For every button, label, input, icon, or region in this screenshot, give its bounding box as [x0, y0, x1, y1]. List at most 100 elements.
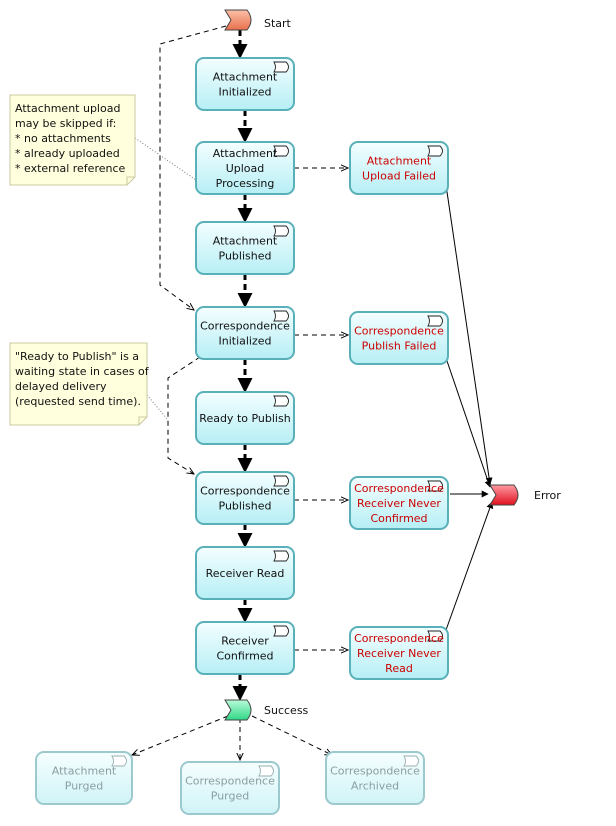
note-text-line: * external reference [15, 162, 126, 175]
state-box [195, 57, 295, 111]
state-label-line: Published [219, 500, 272, 513]
note-text-line: * already uploaded [15, 147, 120, 160]
state-label-line: Purged [211, 790, 249, 803]
state-label-line: Ready to Publish [199, 412, 290, 425]
note-fold [138, 416, 147, 425]
state-box [195, 141, 295, 195]
state-label-line: Receiver Never [357, 497, 441, 510]
state-box [195, 546, 295, 600]
state-label-line: Attachment [367, 155, 432, 168]
state-ready-to-publish[interactable]: Ready to Publish [195, 391, 295, 445]
state-box [349, 311, 449, 365]
note-text-line: may be skipped if: [15, 117, 116, 130]
state-label-line: Published [219, 250, 272, 263]
state-label-line: Correspondence [200, 485, 290, 498]
state-label-line: Processing [216, 177, 275, 190]
state-box [195, 391, 295, 445]
state-box [349, 626, 449, 680]
edge-publish-failed-to-error [445, 357, 492, 488]
state-type-icon [273, 550, 289, 562]
transitions [132, 25, 494, 760]
note-connector-ready [146, 394, 169, 421]
state-label-line: Attachment [213, 147, 278, 160]
error-event[interactable]: Error [489, 484, 561, 506]
state-box [349, 141, 449, 195]
state-type-icon [273, 61, 289, 73]
state-label-line: Receiver Never [357, 647, 441, 660]
edge-never-read-to-error [445, 501, 494, 631]
note-text-line: * no attachments [15, 132, 111, 145]
edge-upload-failed-to-error [445, 184, 493, 485]
state-type-icon [273, 310, 289, 322]
state-type-icon [273, 625, 289, 637]
note-text-line: "Ready to Publish" is a [15, 350, 139, 363]
state-box [349, 476, 449, 530]
state-type-icon [273, 395, 289, 407]
state-label-line: Archived [351, 780, 399, 793]
state-type-icon [427, 630, 443, 642]
state-label-line: Attachment [213, 71, 278, 84]
state-label-line: Correspondence [200, 320, 290, 333]
state-label-line: Correspondence [354, 482, 444, 495]
state-type-icon [427, 315, 443, 327]
state-label-line: Confirmed [370, 512, 427, 525]
edge-corr-init-skip-to-corr-published [167, 356, 201, 474]
note-connector-skip [134, 137, 197, 181]
start-event-label: Start [264, 17, 292, 30]
state-box [195, 471, 295, 525]
state-receiver-read[interactable]: Receiver Read [195, 546, 295, 600]
state-label-line: Receiver Read [206, 567, 285, 580]
error-event-shape [489, 484, 519, 506]
state-label-line: Correspondence [354, 325, 444, 338]
state-label-line: Correspondence [354, 632, 444, 645]
note-text-line: delayed delivery [15, 380, 107, 393]
state-box [195, 621, 295, 675]
note-text-line: waiting state in cases of [15, 365, 150, 378]
error-event-label: Error [534, 489, 561, 502]
state-label-line: Confirmed [216, 650, 273, 663]
start-event[interactable]: Start [224, 9, 292, 31]
state-label-line: Initialized [218, 335, 271, 348]
states: AttachmentInitializedAttachmentUploadPro… [9, 57, 449, 815]
state-label-line: Upload Failed [362, 170, 436, 183]
state-type-icon [273, 225, 289, 237]
state-type-icon [427, 145, 443, 157]
start-event-shape [224, 9, 252, 31]
success-event-label: Success [264, 704, 309, 717]
state-label-line: Publish Failed [362, 340, 437, 353]
state-box [195, 306, 295, 360]
state-label-line: Attachment [52, 765, 117, 778]
state-label-line: Initialized [218, 86, 271, 99]
state-type-icon [403, 755, 419, 767]
state-label-line: Purged [65, 780, 103, 793]
state-box [195, 221, 295, 275]
state-box [325, 751, 425, 805]
state-type-icon [427, 480, 443, 492]
state-type-icon [273, 145, 289, 157]
note-box [9, 94, 136, 186]
state-type-icon [258, 765, 274, 777]
state-label-line: Receiver [221, 635, 269, 648]
note-text-line: (requested send time). [15, 395, 141, 408]
note-box [9, 342, 148, 426]
state-type-icon [111, 755, 127, 767]
state-label-line: Attachment [213, 235, 278, 248]
success-event[interactable]: Success [224, 699, 309, 721]
success-event-shape [224, 699, 252, 721]
